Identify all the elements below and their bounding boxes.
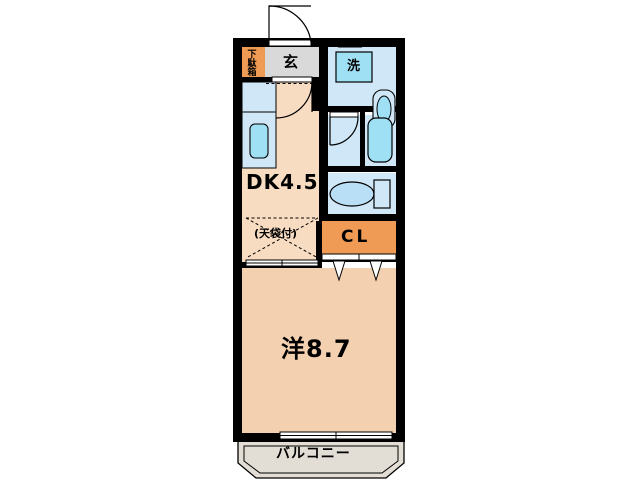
balcony-label: バルコニー [276,446,351,462]
dining-kitchen-label: DK4.5 [246,170,319,194]
wall-entry-jamb [312,77,319,111]
wall-toilet-closet [319,214,405,221]
wall-right [396,38,405,442]
wall-closet-left [316,221,322,262]
wall-left [233,38,242,442]
room-entrance-floor [265,47,319,82]
closet-block [322,221,396,255]
wall-washroom-bottom [319,106,405,112]
wall-entrance-dk [242,77,272,82]
wall-bath-toilet [319,166,405,172]
washer-label: 洗 [347,59,361,74]
shoe-cabinet-label: 下駄箱 [245,49,256,76]
shoe-cabinet-block [242,47,265,82]
wall-top [233,38,405,47]
wall-bath-divider [360,111,365,167]
wall-dk-wet-upper [319,47,328,111]
entrance-label: 玄 [283,53,299,71]
room-living-floor [242,268,396,433]
closet-label: CL [341,227,371,247]
overhead-storage-label: (天袋付) [254,227,298,240]
living-room-label: 洋8.7 [281,335,352,363]
